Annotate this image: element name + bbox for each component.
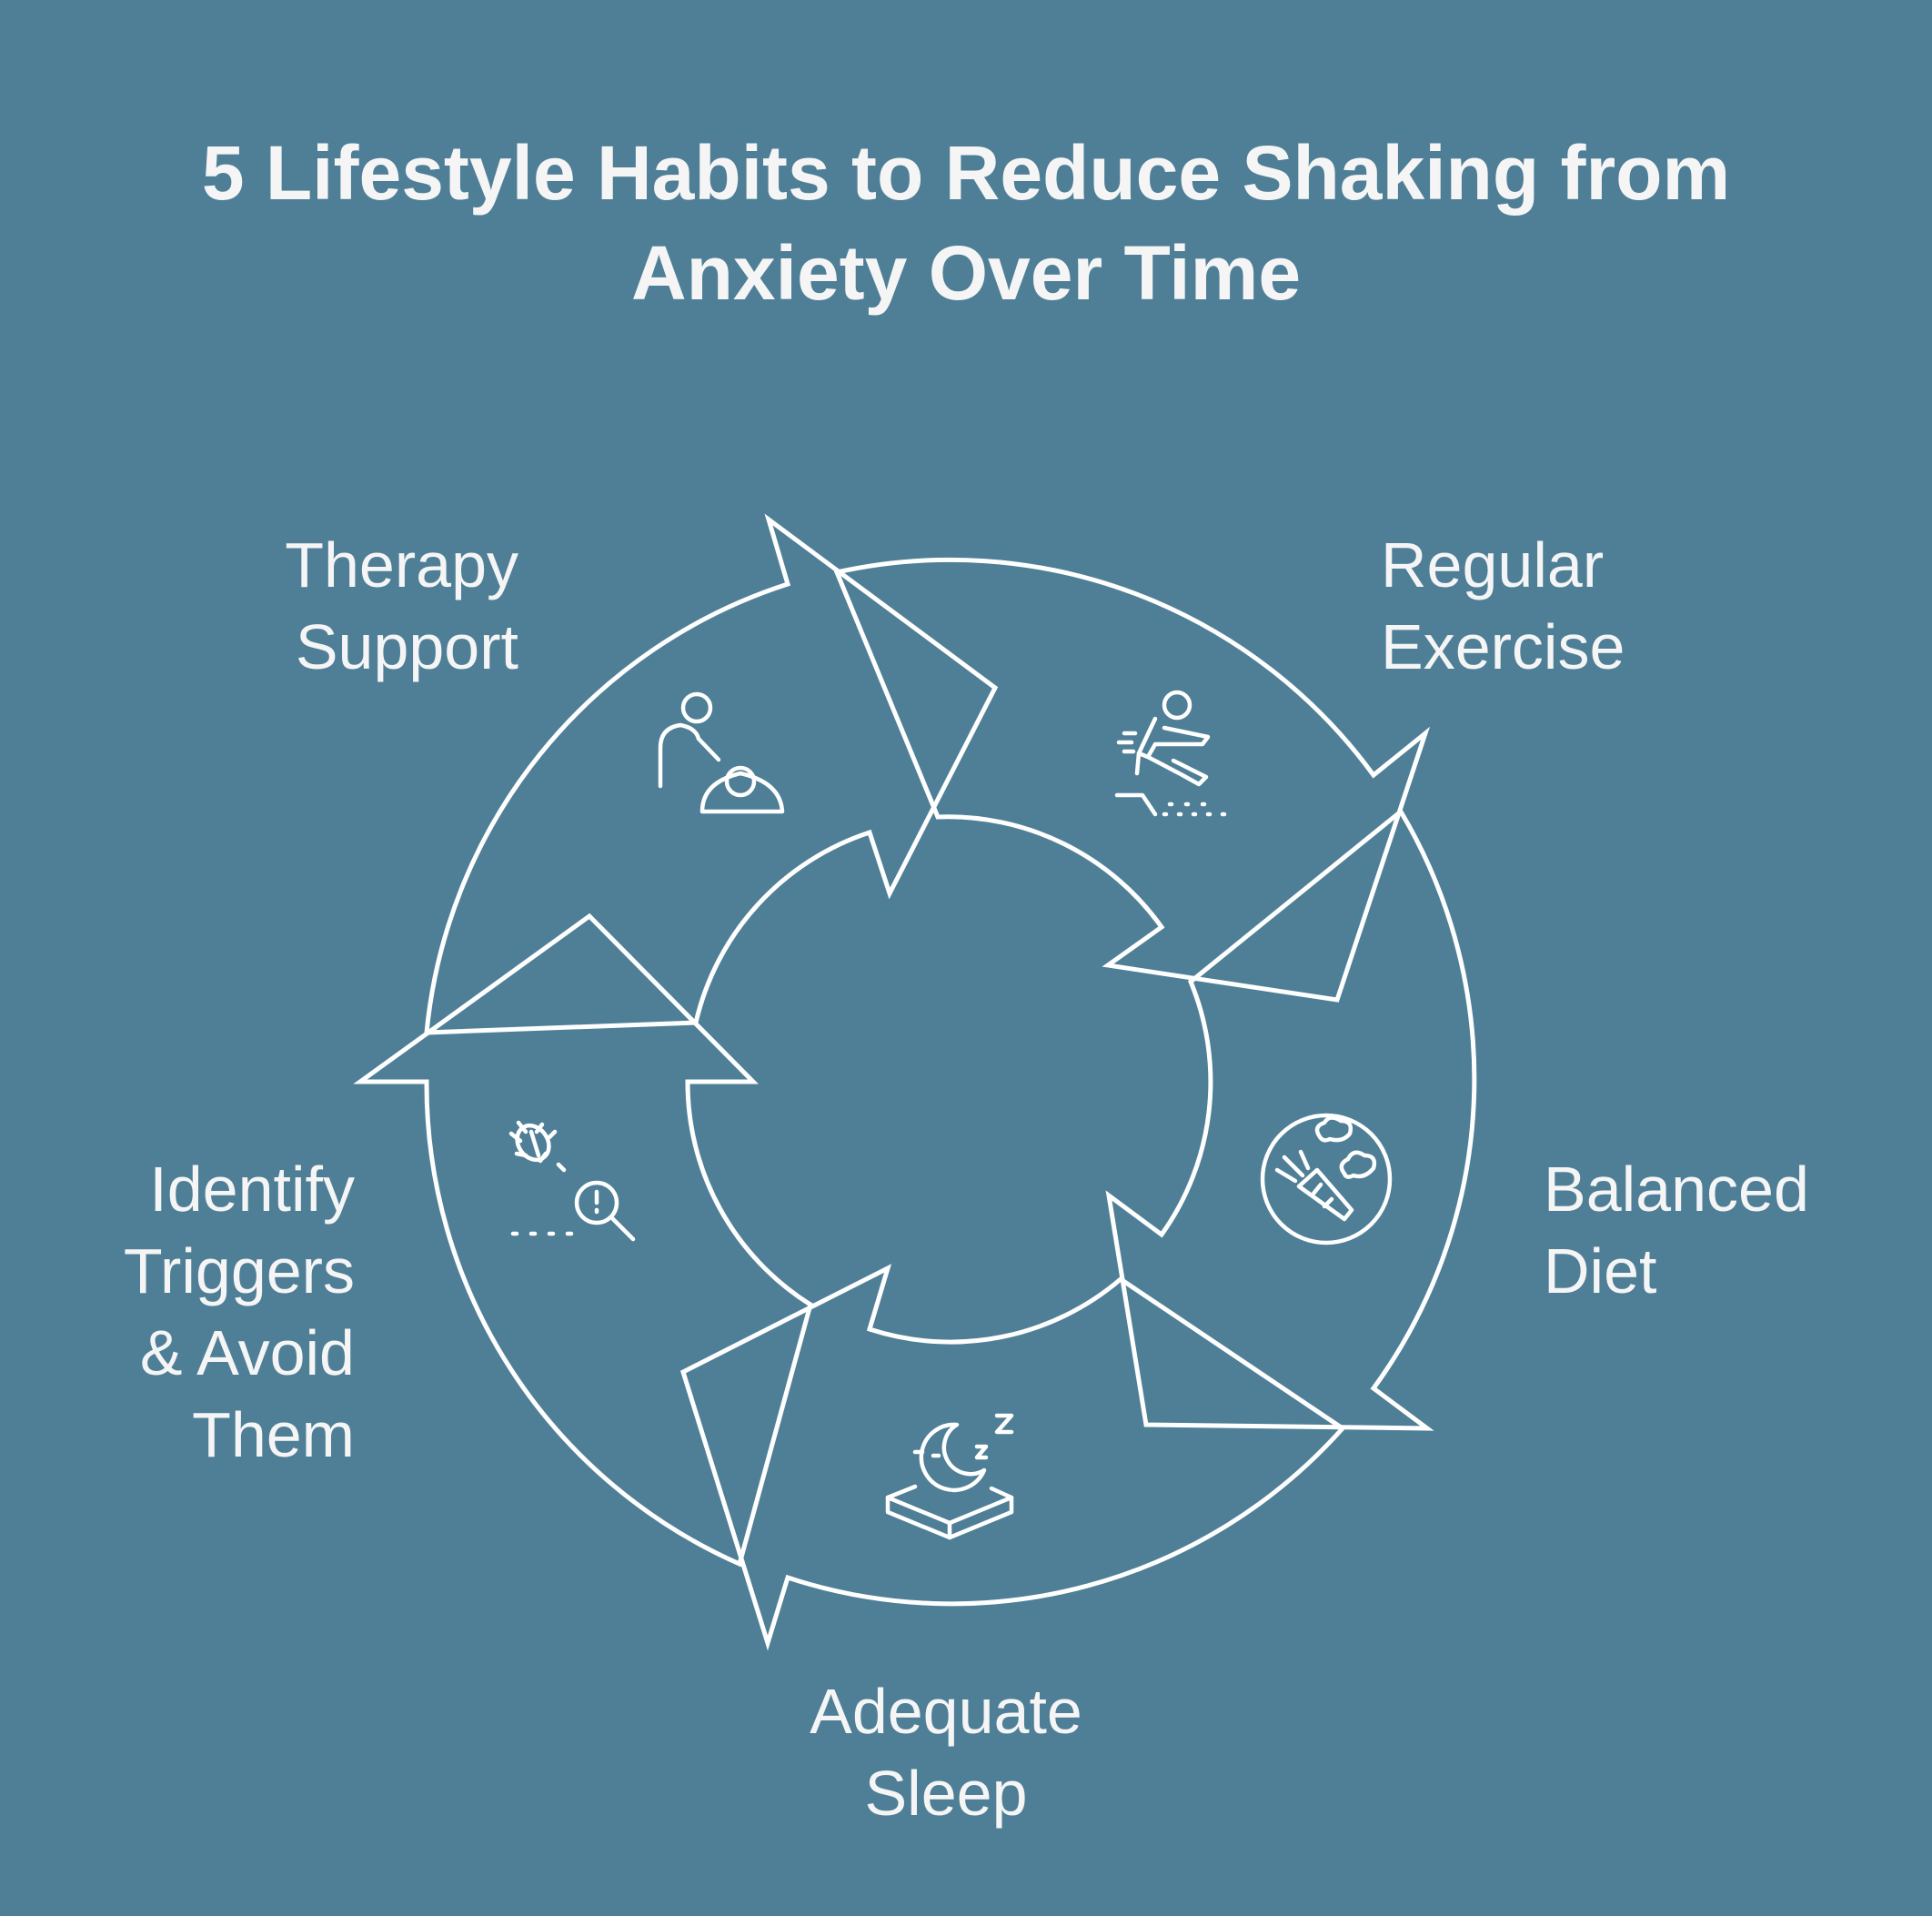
habit-label-line: Therapy bbox=[285, 529, 518, 600]
habit-label-line: Sleep bbox=[864, 1758, 1028, 1829]
habit-label-line: Balanced bbox=[1544, 1154, 1809, 1225]
title-line-1: 5 Lifestyle Habits to Reduce Shaking fro… bbox=[201, 130, 1731, 216]
habit-label-identify-triggers: Identify Triggers & Avoid Them bbox=[55, 1148, 355, 1476]
running-person-icon bbox=[1114, 690, 1227, 817]
habit-label-line: Support bbox=[295, 611, 518, 682]
habit-label-line: Them bbox=[192, 1399, 355, 1470]
vegetables-plate-icon bbox=[1260, 1113, 1393, 1245]
cycle-arrow-balanced-diet bbox=[1105, 808, 1477, 1431]
habit-label-therapy-support: Therapy Support bbox=[182, 524, 518, 688]
cycle-arrow-identify-triggers bbox=[353, 913, 813, 1568]
habit-label-line: Identify bbox=[149, 1154, 355, 1225]
habit-label-line: Regular bbox=[1381, 529, 1605, 600]
habit-label-regular-exercise: Regular Exercise bbox=[1381, 524, 1763, 688]
cycle-arrow-regular-exercise bbox=[833, 557, 1431, 1003]
habit-label-line: Triggers bbox=[123, 1235, 355, 1306]
therapy-support-icon bbox=[658, 691, 785, 814]
cycle-arrow-adequate-sleep bbox=[679, 1264, 1346, 1651]
habit-label-line: Diet bbox=[1544, 1235, 1657, 1306]
cycle-arrow-therapy-support bbox=[424, 513, 999, 1035]
title-line-2: Anxiety Over Time bbox=[630, 230, 1302, 316]
habit-label-line: Adequate bbox=[810, 1676, 1082, 1747]
habit-label-line: & Avoid bbox=[139, 1317, 355, 1388]
sleeping-moon-bed-icon bbox=[885, 1413, 1014, 1540]
habit-label-line: Exercise bbox=[1381, 611, 1625, 682]
habit-label-balanced-diet: Balanced Diet bbox=[1544, 1148, 1907, 1312]
bug-magnifier-icon bbox=[508, 1120, 636, 1242]
habit-label-adequate-sleep: Adequate Sleep bbox=[709, 1670, 1182, 1834]
page-title: 5 Lifestyle Habits to Reduce Shaking fro… bbox=[91, 123, 1841, 323]
